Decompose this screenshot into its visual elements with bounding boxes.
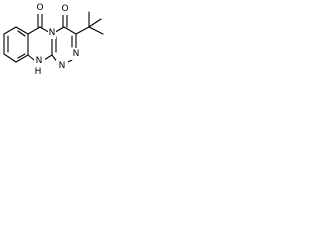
bond-double-inner [17, 30, 26, 37]
bond [63, 26, 77, 35]
bond [3, 53, 17, 63]
bond [88, 18, 102, 28]
atom-nitrogen-bridge: N [49, 28, 56, 38]
atom-oxygen-top: O [36, 3, 43, 13]
bond [15, 54, 29, 63]
bond [27, 26, 41, 35]
bond [27, 54, 35, 61]
bond [88, 26, 104, 35]
atom-labels: O O N N N N H [33, 2, 82, 77]
bond-double-inner [17, 53, 26, 59]
tert-butyl-group [75, 11, 104, 35]
bond [75, 26, 90, 35]
bond [15, 26, 29, 35]
benzene-ring [3, 26, 29, 63]
middle-ring [27, 13, 57, 61]
molecule-structure-drawing: O O N N N N H [3, 2, 104, 77]
bond [3, 26, 17, 35]
atom-oxygen-right: O [61, 4, 68, 14]
atom-nitrogen-nh: N [36, 56, 43, 66]
atom-nitrogen-right-2: N [59, 61, 66, 71]
atom-hydrogen-nh: H [35, 67, 42, 77]
bond [43, 54, 53, 61]
atom-nitrogen-right-1: N [73, 49, 80, 59]
